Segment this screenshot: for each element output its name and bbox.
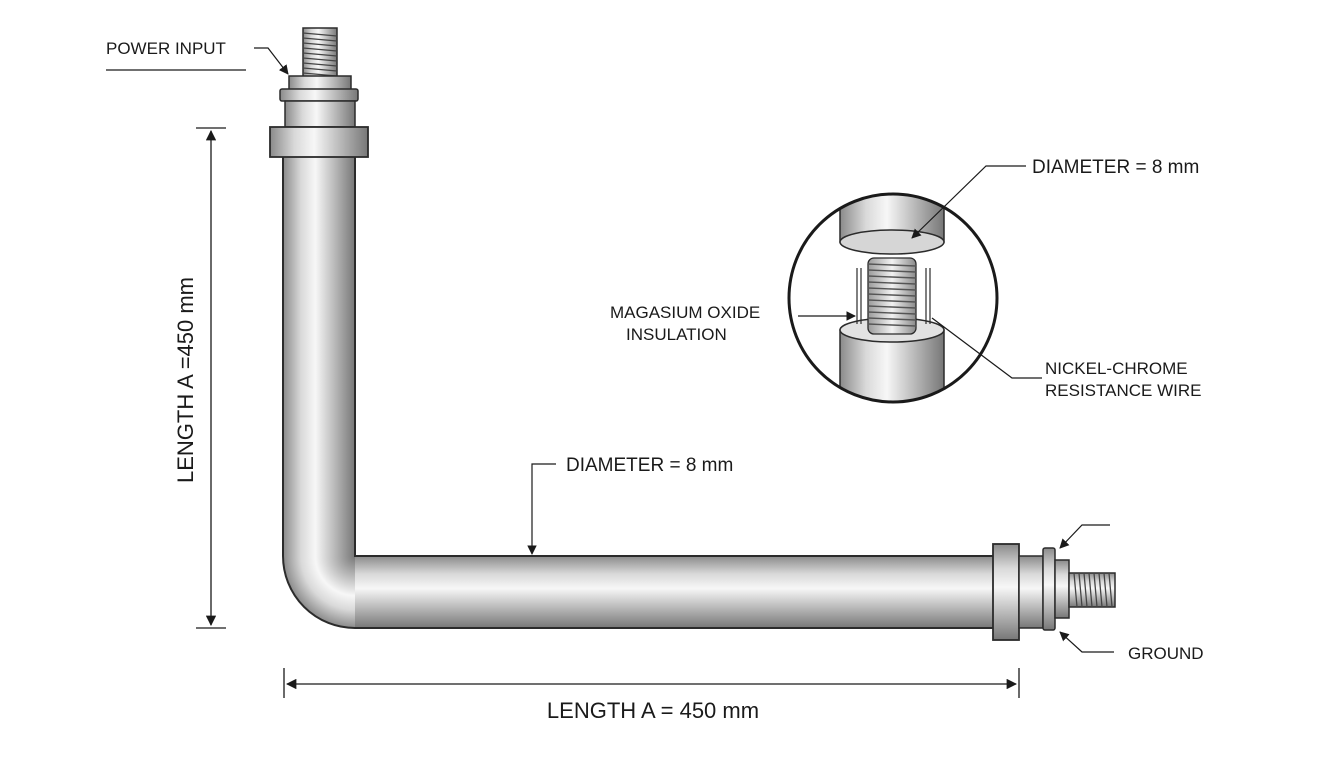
wire-label-line1: NICKEL-CHROME [1045, 359, 1188, 378]
ground-terminal [992, 543, 1116, 641]
power-terminal [269, 27, 369, 158]
vertical-length-dimension [196, 127, 226, 629]
tube-horizontal-leg [355, 556, 995, 628]
ground-label: GROUND [1128, 644, 1204, 663]
wire-leader [931, 317, 1042, 379]
horizontal-length-dimension [283, 668, 1020, 698]
vertical-length-label: LENGTH A =450 mm [173, 277, 198, 483]
ground-leader [1059, 524, 1114, 653]
power-input-leader [106, 47, 289, 75]
insulation-label-line1: MAGASIUM OXIDE [610, 303, 760, 322]
resistance-coil [867, 257, 917, 335]
insulation-label-line2: INSULATION [626, 325, 727, 344]
diameter-main-leader [527, 463, 556, 555]
wire-label-line2: RESISTANCE WIRE [1045, 381, 1201, 400]
diameter-detail-leader [911, 165, 1026, 239]
heating-tube [282, 150, 995, 629]
cross-section-detail [787, 192, 999, 404]
power-input-label: POWER INPUT [106, 39, 226, 58]
tube-vertical-leg [283, 150, 355, 556]
diameter-detail-label: DIAMETER = 8 mm [1032, 157, 1199, 178]
tube-bend [283, 556, 355, 628]
horizontal-length-label: LENGTH A = 450 mm [547, 698, 759, 723]
diameter-main-label: DIAMETER = 8 mm [566, 455, 733, 476]
